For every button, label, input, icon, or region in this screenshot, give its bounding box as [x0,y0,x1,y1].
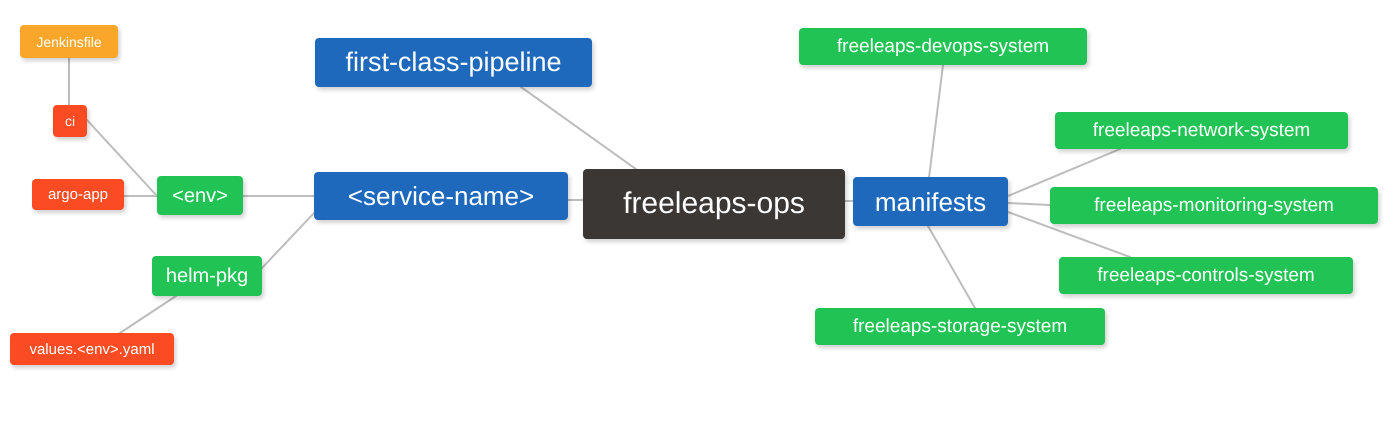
node-label-freeleaps-storage-system: freeleaps-storage-system [852,316,1068,337]
node-label-ci: ci [64,113,76,129]
edge-helm-pkg-to-values-yaml [119,295,177,334]
node-first-class-pipeline[interactable]: first-class-pipeline [315,38,592,87]
node-label-values-yaml: values.<env>.yaml [29,340,155,358]
node-label-freeleaps-network-system: freeleaps-network-system [1092,120,1311,141]
node-service-name[interactable]: <service-name> [314,172,568,220]
node-freeleaps-ops[interactable]: freeleaps-ops [583,169,845,239]
node-freeleaps-monitoring-system[interactable]: freeleaps-monitoring-system [1050,187,1378,224]
node-label-freeleaps-monitoring-system: freeleaps-monitoring-system [1094,195,1334,216]
node-freeleaps-controls-system[interactable]: freeleaps-controls-system [1059,257,1353,294]
node-label-freeleaps-devops-system: freeleaps-devops-system [836,36,1050,57]
node-label-helm-pkg: helm-pkg [165,265,249,287]
node-env[interactable]: <env> [157,176,243,215]
node-helm-pkg[interactable]: helm-pkg [152,256,262,296]
node-values-yaml[interactable]: values.<env>.yaml [10,333,174,365]
node-label-freeleaps-ops: freeleaps-ops [623,187,805,220]
node-label-manifests: manifests [874,186,987,217]
node-label-freeleaps-controls-system: freeleaps-controls-system [1097,265,1315,286]
node-label-first-class-pipeline: first-class-pipeline [345,47,562,77]
node-jenkinsfile[interactable]: Jenkinsfile [20,25,118,58]
edge-manifests-to-freeleaps-monitoring-system [1007,202,1051,206]
node-label-jenkinsfile: Jenkinsfile [36,33,102,50]
node-freeleaps-storage-system[interactable]: freeleaps-storage-system [815,308,1105,345]
node-ci[interactable]: ci [53,105,87,137]
edge-first-class-pipeline-to-freeleaps-ops [520,86,641,173]
edge-manifests-to-freeleaps-storage-system [927,225,976,309]
edge-service-name-to-helm-pkg [261,212,315,269]
node-label-service-name: <service-name> [347,181,535,211]
node-label-argo-app: argo-app [47,186,109,203]
node-argo-app[interactable]: argo-app [32,179,124,210]
node-freeleaps-devops-system[interactable]: freeleaps-devops-system [799,28,1087,65]
node-manifests[interactable]: manifests [853,177,1008,226]
node-freeleaps-network-system[interactable]: freeleaps-network-system [1055,112,1348,149]
node-label-env: <env> [172,184,228,207]
